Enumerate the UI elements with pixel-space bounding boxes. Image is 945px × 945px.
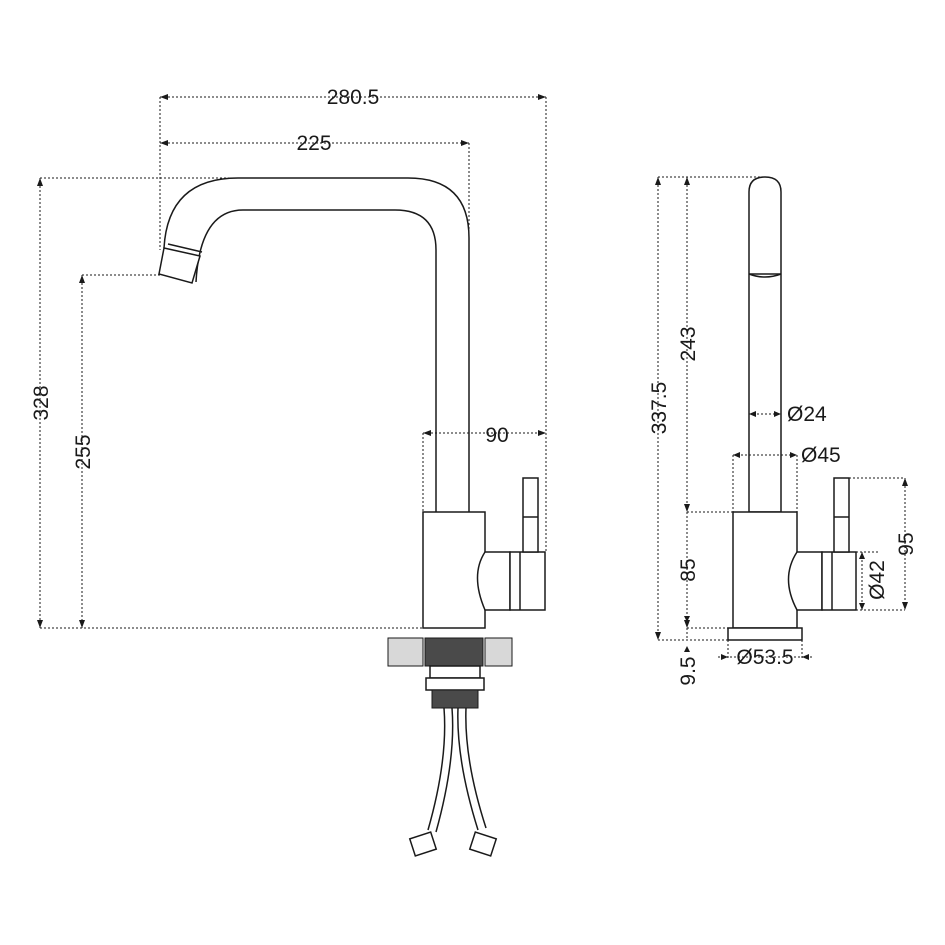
front-handle-boss: [476, 551, 511, 611]
arrow-d53-5-left: [721, 654, 728, 660]
front-lever: [522, 477, 539, 553]
dim-label-95: 95: [895, 532, 918, 555]
arrow-225-left: [160, 140, 168, 146]
dim-label-d24: Ø24: [787, 403, 827, 426]
arrow-90-left: [423, 430, 431, 436]
hose-right: [457, 707, 479, 831]
mount-nut: [429, 665, 481, 679]
front-handle-cap: [509, 551, 546, 611]
arrow-95-top: [902, 478, 908, 486]
arrow-255-bottom: [79, 620, 85, 628]
dim-label-243: 243: [677, 326, 700, 361]
front-spout-outer: [163, 177, 470, 512]
arrow-337-5-bottom: [655, 632, 661, 640]
dim-label-d53-5: Ø53.5: [736, 646, 793, 669]
arrow-9-5-top: [684, 616, 690, 622]
dim-label-d42: Ø42: [866, 560, 889, 600]
arrow-337-5-top: [655, 177, 661, 185]
mount-bolt: [431, 689, 479, 709]
dim-label-d45: Ø45: [801, 444, 841, 467]
arrow-95-bottom: [902, 602, 908, 610]
arrow-328-bottom: [37, 620, 43, 628]
arrow-d53-5-right: [802, 654, 809, 660]
arrow-280-5-right: [538, 94, 546, 100]
arrow-280-5-left: [160, 94, 168, 100]
arrow-d45-left: [733, 452, 740, 458]
arrow-328-top: [37, 178, 43, 186]
arrow-243-bottom: [684, 504, 690, 512]
mount-shank: [424, 637, 484, 667]
arrow-d45-right: [790, 452, 797, 458]
mount-washer: [425, 677, 485, 691]
arrow-d42-bottom: [859, 603, 865, 610]
side-body: [732, 511, 798, 629]
arrow-d24-right: [774, 411, 781, 417]
arrow-85-bottom: [684, 620, 690, 628]
front-spout-tip-ring: [167, 243, 203, 253]
side-base: [727, 627, 803, 641]
hose-left: [427, 707, 446, 831]
arrow-d24-left: [749, 411, 756, 417]
dim-label-85: 85: [677, 558, 700, 581]
side-lever: [833, 477, 850, 553]
dim-label-328: 328: [30, 385, 53, 420]
hose-right-inner: [465, 707, 487, 829]
hose-left-fitting: [408, 831, 438, 857]
side-spout: [748, 176, 782, 513]
dim-label-337-5: 337.5: [648, 382, 671, 435]
side-handle-cap: [821, 551, 857, 611]
front-view: 280.5 225 328 255 90: [30, 86, 547, 857]
countertop-right: [484, 637, 513, 667]
arrow-9-5-bottom: [684, 646, 690, 652]
side-spout-ring: [748, 273, 782, 278]
side-handle-boss: [787, 551, 823, 611]
arrow-d42-top: [859, 552, 865, 559]
arrow-243-top: [684, 177, 690, 185]
arrow-255-top: [79, 275, 85, 283]
hose-left-inner: [435, 707, 454, 833]
dim-label-255: 255: [72, 434, 95, 469]
front-spout-inner: [195, 209, 437, 512]
dim-label-9-5: 9.5: [677, 656, 700, 685]
front-body: [422, 511, 486, 629]
arrow-90-right: [538, 430, 546, 436]
side-view: 337.5 243 Ø24 Ø45 95 Ø42: [648, 176, 918, 686]
hose-right-fitting: [468, 831, 498, 857]
countertop-left: [387, 637, 424, 667]
dim-label-280-5: 280.5: [327, 86, 380, 109]
front-spout-tip: [158, 247, 201, 284]
arrow-225-right: [461, 140, 469, 146]
dim-label-90: 90: [485, 424, 508, 447]
dim-label-225: 225: [296, 132, 331, 155]
